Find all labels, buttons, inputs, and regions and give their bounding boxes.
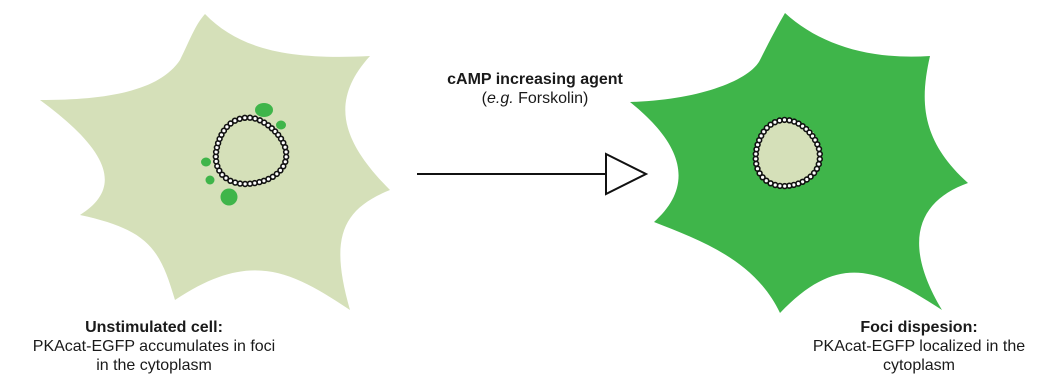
envelope-bead xyxy=(277,167,284,174)
envelope-bead xyxy=(219,171,226,178)
focus-4 xyxy=(205,175,215,185)
envelope-bead xyxy=(241,114,249,122)
agent-example: (e.g. Forskolin) xyxy=(481,90,589,107)
stimulated-nucleus xyxy=(755,121,819,187)
focus-2 xyxy=(276,120,286,130)
envelope-bead xyxy=(227,177,234,185)
envelope-bead xyxy=(816,155,823,163)
envelope-bead xyxy=(281,144,289,151)
stimulated-line-2: cytoplasm xyxy=(882,357,956,374)
stimulated-line-1: PKAcat-EGFP localized in the xyxy=(812,338,1026,355)
unstimulated-caption: Unstimulated cell: PKAcat-EGFP accumulat… xyxy=(0,318,308,375)
unstimulated-heading: Unstimulated cell: xyxy=(85,319,223,336)
stimulated-caption: Foci dispesion: PKAcat-EGFP localized in… xyxy=(790,318,1048,375)
stimulated-nuclear-envelope xyxy=(752,116,823,190)
envelope-bead xyxy=(236,180,244,187)
envelope-bead xyxy=(246,180,254,187)
envelope-bead xyxy=(810,169,818,177)
unstimulated-line-1: PKAcat-EGFP accumulates in foci xyxy=(32,338,276,355)
focus-1 xyxy=(255,103,273,117)
cytoplasmic-foci xyxy=(201,103,286,206)
envelope-bead xyxy=(222,174,230,182)
envelope-bead xyxy=(754,165,761,172)
envelope-bead xyxy=(227,120,234,127)
envelope-bead xyxy=(273,170,280,178)
envelope-bead xyxy=(760,128,767,135)
envelope-bead xyxy=(752,155,759,163)
stimulation-arrow xyxy=(417,152,649,196)
arrow-head xyxy=(605,152,649,196)
envelope-bead xyxy=(241,180,249,188)
envelope-bead xyxy=(246,114,254,121)
focus-3 xyxy=(201,157,211,167)
envelope-bead xyxy=(763,177,770,184)
agent-title: cAMP increasing agent xyxy=(447,71,623,88)
unstimulated-nuclear-envelope xyxy=(212,114,290,188)
envelope-bead xyxy=(776,117,783,124)
arrow-caption: cAMP increasing agent (e.g. Forskolin) xyxy=(400,70,670,108)
stimulated-heading: Foci dispesion: xyxy=(860,319,978,336)
envelope-bead xyxy=(767,180,774,187)
envelope-bead xyxy=(236,115,243,123)
envelope-bead xyxy=(280,163,287,170)
envelope-bead xyxy=(752,160,760,168)
envelope-bead xyxy=(815,145,823,153)
envelope-bead xyxy=(283,153,290,161)
unstimulated-line-2: in the cytoplasm xyxy=(96,357,212,374)
envelope-bead xyxy=(223,123,231,131)
envelope-bead xyxy=(781,116,788,124)
focus-5 xyxy=(220,188,238,206)
envelope-bead xyxy=(816,150,823,158)
envelope-bead xyxy=(759,174,766,181)
envelope-bead xyxy=(763,124,770,132)
envelope-bead xyxy=(813,165,821,173)
